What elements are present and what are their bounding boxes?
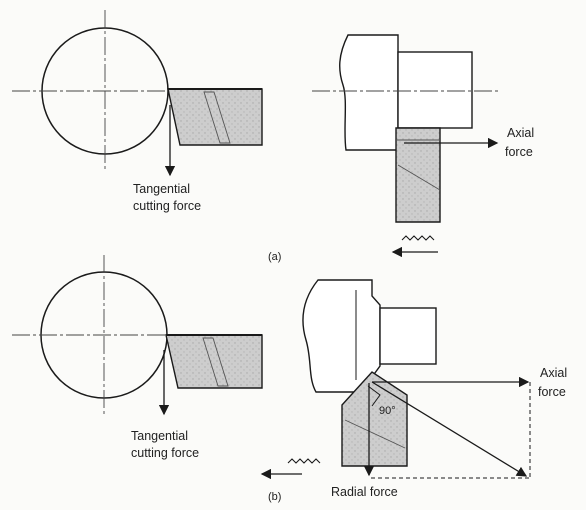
axial-label-b-line1: Axial [540, 366, 567, 380]
feed-direction-symbol-b [260, 458, 321, 480]
feed-direction-symbol-a [391, 235, 438, 258]
cutting-tool-end-a [395, 127, 441, 223]
axial-label-a-line1: Axial [507, 126, 534, 140]
panel-a: Tangential cutting force Axial force (a) [12, 10, 534, 263]
workpiece-side-view-b [302, 279, 437, 393]
panel-b: Tangential cutting force (b) 90° Axial [12, 255, 567, 503]
cutting-tool-side-b [165, 334, 263, 389]
cutting-tool-angled-b [341, 371, 408, 467]
caption-a: (a) [268, 251, 281, 263]
axial-label-a-line2: force [505, 145, 533, 159]
tangential-label-b-line1: Tangential [131, 429, 188, 443]
radial-force-label-b: Radial force [331, 485, 398, 499]
tangential-label-a-line2: cutting force [133, 199, 201, 213]
cutting-tool-side-a [167, 88, 263, 146]
caption-b: (b) [268, 491, 281, 503]
angle-label-b: 90° [379, 405, 396, 417]
tangential-label-a-line1: Tangential [133, 182, 190, 196]
force-parallelogram-b [363, 376, 531, 479]
tangential-label-b-line2: cutting force [131, 446, 199, 460]
workpiece-side-view-a [312, 34, 500, 151]
axial-label-b-line2: force [538, 385, 566, 399]
